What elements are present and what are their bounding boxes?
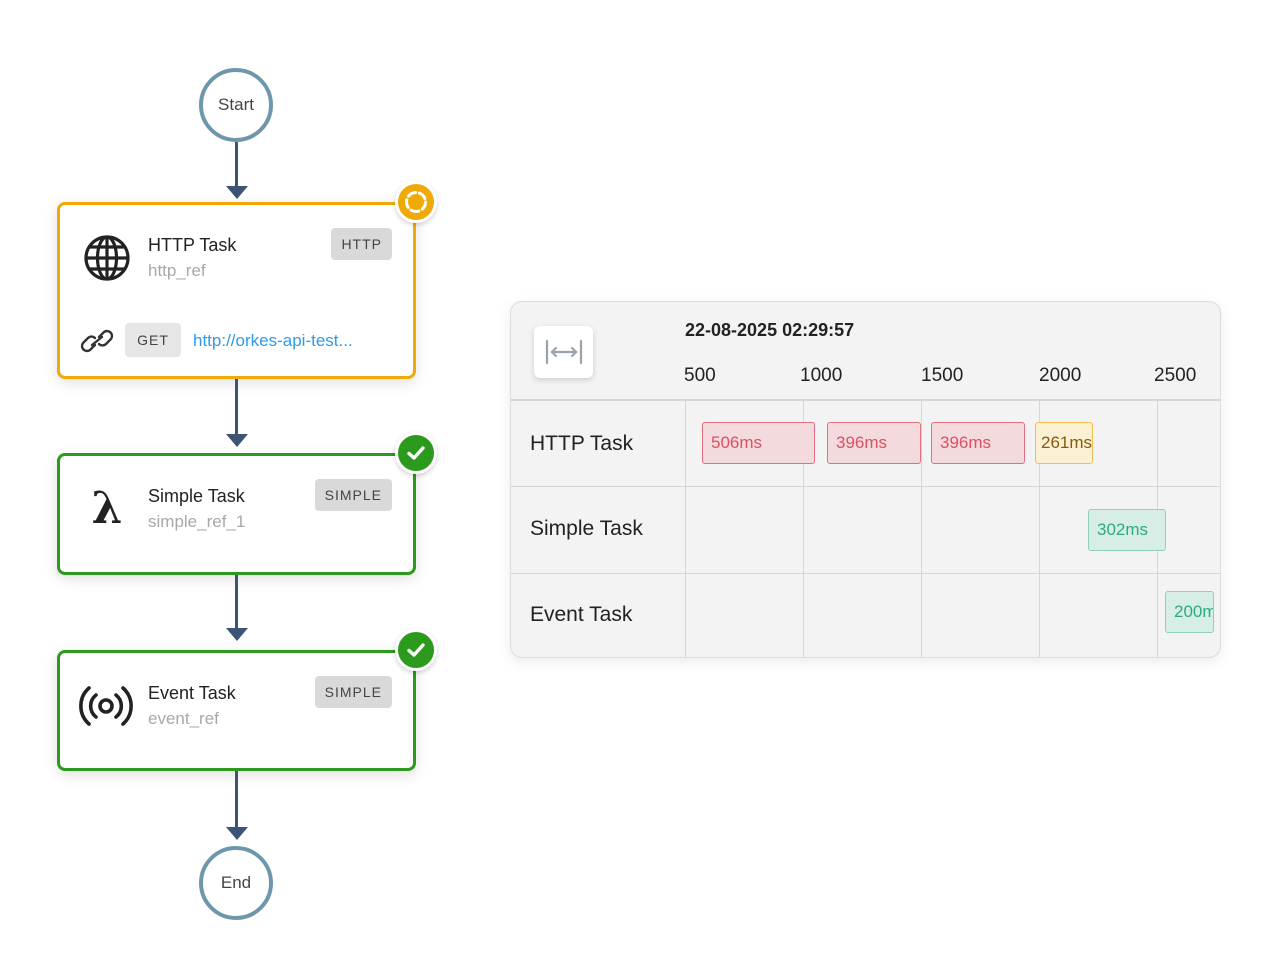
- http-url-link[interactable]: http://orkes-api-test...: [193, 331, 353, 350]
- check-icon: [407, 446, 425, 460]
- fit-width-icon: [545, 339, 582, 365]
- label-column-divider: [685, 400, 686, 657]
- timeline-bar[interactable]: 200ms: [1165, 591, 1214, 633]
- grid-line: [1039, 400, 1040, 657]
- timeline-bar[interactable]: 506ms: [702, 422, 815, 464]
- row-label-event-task: Event Task: [530, 603, 633, 626]
- task-title: HTTP Task: [148, 235, 237, 255]
- task-title: Event Task: [148, 683, 236, 703]
- task-type-badge: SIMPLE: [314, 676, 392, 708]
- status-completed-badge: [395, 629, 437, 671]
- start-label: Start: [218, 95, 254, 114]
- status-running-badge: [395, 181, 437, 223]
- start-node[interactable]: Start: [199, 68, 273, 142]
- simple-task-card[interactable]: λ Simple Task simple_ref_1 SIMPLE: [57, 453, 416, 575]
- connector-start-http: [235, 142, 238, 188]
- grid-line: [921, 400, 922, 657]
- timeline-timestamp: 22-08-2025 02:29:57: [685, 320, 855, 340]
- check-icon: [407, 643, 425, 657]
- connector-http-simple: [235, 379, 238, 437]
- row-label-http-task: HTTP Task: [530, 432, 634, 455]
- header-divider: [511, 399, 1220, 401]
- arrowhead: [226, 628, 248, 641]
- tick-label: 500: [684, 365, 716, 386]
- task-ref: http_ref: [148, 261, 206, 280]
- arrowhead: [226, 434, 248, 447]
- timeline-panel: 22-08-2025 02:29:57 500 1000 1500 2000 2…: [510, 301, 1221, 658]
- timeline-bar[interactable]: 261ms: [1035, 422, 1093, 464]
- connector-simple-event: [235, 575, 238, 632]
- spinner-icon: [405, 191, 427, 213]
- row-divider: [511, 573, 1220, 574]
- fit-width-button[interactable]: [534, 326, 593, 378]
- tick-label: 2000: [1039, 365, 1082, 386]
- http-task-card[interactable]: HTTP Task http_ref HTTP GET http://orkes…: [57, 202, 416, 379]
- timeline-bar[interactable]: 302ms: [1088, 509, 1166, 551]
- status-completed-badge: [395, 432, 437, 474]
- broadcast-icon: [78, 681, 134, 731]
- task-type-badge: HTTP: [331, 228, 392, 260]
- lambda-icon: λ: [91, 483, 123, 534]
- end-node[interactable]: End: [199, 846, 273, 920]
- row-label-simple-task: Simple Task: [530, 517, 643, 540]
- tick-label: 1500: [921, 365, 964, 386]
- grid-line: [803, 400, 804, 657]
- http-method-badge: GET: [125, 323, 181, 357]
- tick-label: 1000: [800, 365, 843, 386]
- task-type-badge: SIMPLE: [314, 479, 392, 511]
- task-ref: event_ref: [148, 709, 219, 728]
- timeline-bar[interactable]: 396ms: [827, 422, 921, 464]
- row-divider: [511, 486, 1220, 487]
- arrowhead: [226, 186, 248, 199]
- link-icon: [80, 327, 114, 360]
- task-ref: simple_ref_1: [148, 512, 246, 531]
- timeline-bar[interactable]: 396ms: [931, 422, 1025, 464]
- tick-label: 2500: [1154, 365, 1197, 386]
- arrowhead: [226, 827, 248, 840]
- globe-icon: [82, 233, 132, 283]
- task-title: Simple Task: [148, 486, 245, 506]
- end-label: End: [220, 873, 252, 892]
- connector-event-end: [235, 771, 238, 829]
- event-task-card[interactable]: Event Task event_ref SIMPLE: [57, 650, 416, 771]
